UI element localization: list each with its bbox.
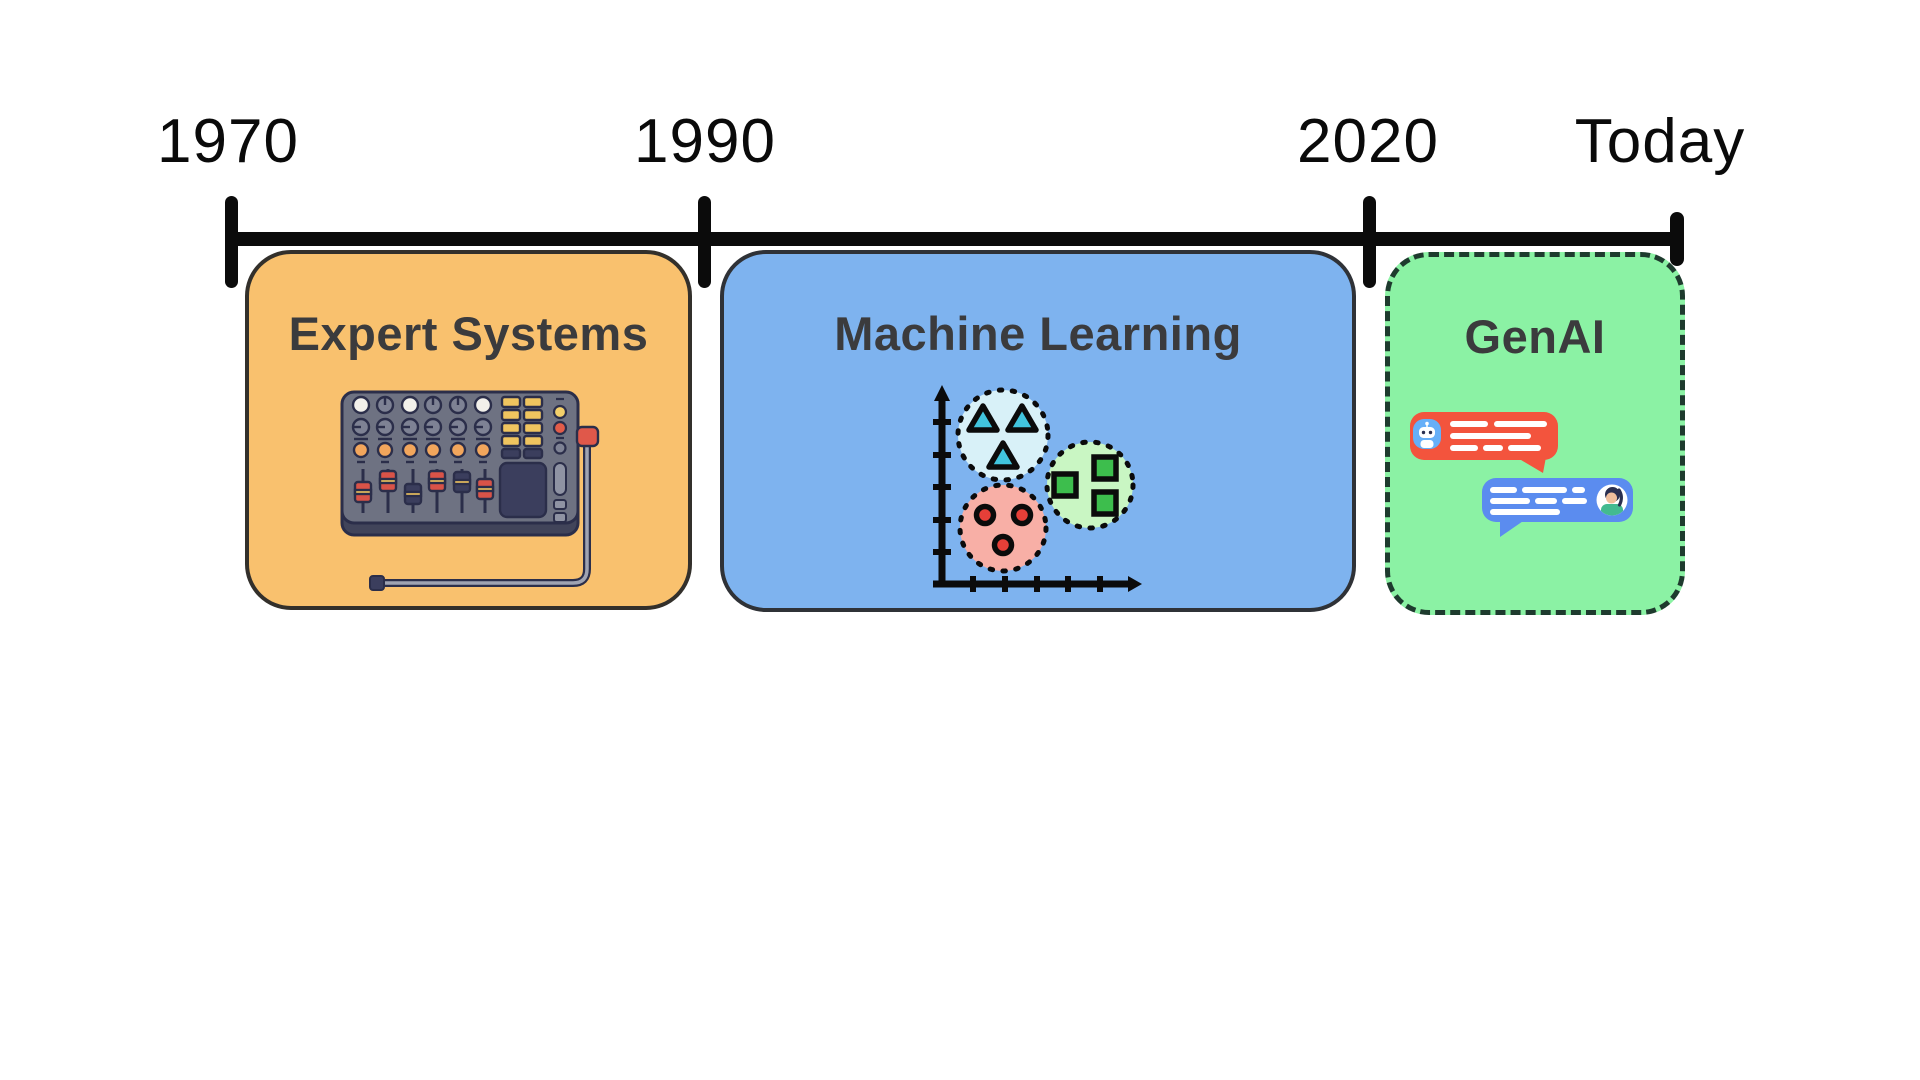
cluster-squares xyxy=(1044,439,1136,531)
timeline-axis xyxy=(226,232,1684,246)
user-message-lines xyxy=(1490,487,1587,515)
mixer-sliders xyxy=(353,469,495,513)
robot-avatar-icon xyxy=(1413,419,1441,449)
timeline-tick-1970 xyxy=(225,196,238,288)
mixer-side-controls xyxy=(552,397,568,455)
period-title-genai: GenAI xyxy=(1464,310,1606,363)
timeline-tick-1990 xyxy=(698,196,711,288)
mixer-jack xyxy=(575,425,600,448)
mixer-right-pills xyxy=(553,462,567,523)
timeline-endcap-today xyxy=(1670,212,1684,266)
timeline-tick-2020 xyxy=(1363,196,1376,288)
scatter-axes xyxy=(933,385,1142,592)
cluster-circles xyxy=(957,482,1049,574)
year-label-2020: 2020 xyxy=(1297,107,1439,176)
period-title-machine-learning: Machine Learning xyxy=(834,307,1242,360)
cluster-triangles xyxy=(955,387,1051,483)
mixer-cable xyxy=(369,433,591,591)
year-label-1990: 1990 xyxy=(634,107,776,176)
user-chat-bubble xyxy=(1482,478,1633,537)
ai-chat-bubble xyxy=(1410,412,1558,473)
chat-bubbles-icon xyxy=(1410,412,1633,537)
mixer-touchpad xyxy=(498,461,548,519)
period-title-expert-systems: Expert Systems xyxy=(288,307,649,360)
mixer-knobs xyxy=(351,395,493,464)
cluster-scatter-plot-icon xyxy=(933,385,1142,592)
mixer-button-bank xyxy=(500,395,544,460)
period-card-expert-systems: Expert Systems xyxy=(245,250,692,610)
year-label-1970: 1970 xyxy=(157,107,299,176)
audio-mixer-console-icon xyxy=(340,390,600,591)
ai-message-lines xyxy=(1450,421,1547,451)
year-label-today: Today xyxy=(1574,107,1746,176)
